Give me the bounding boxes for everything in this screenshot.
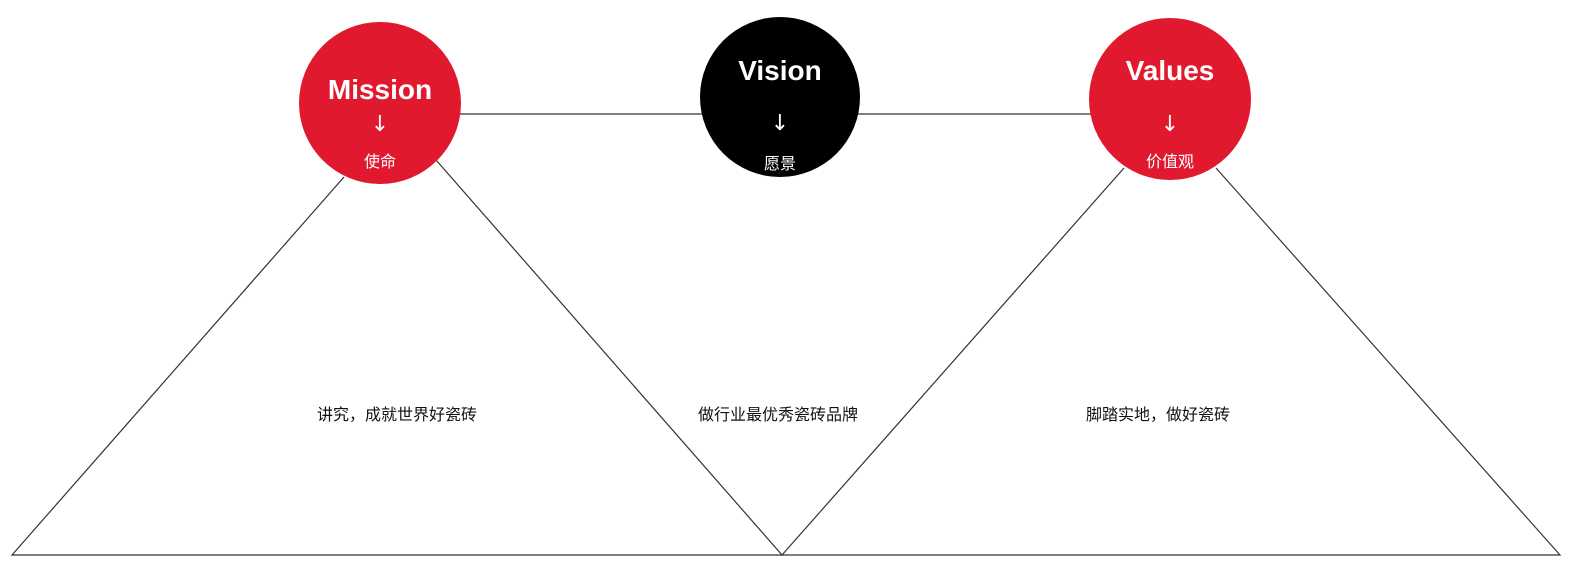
arrow-down-icon: ↓ [370,112,390,137]
mission-title: Mission [327,74,433,105]
mission-description: 讲究，成就世界好瓷砖 [316,405,478,424]
values-subtitle: 价值观 [1145,152,1194,171]
vision-circle: Vision ↓ 愿景 [700,17,860,177]
right-triangle [780,167,1562,556]
arrow-down-icon: ↓ [1160,112,1180,137]
vision-subtitle: 愿景 [763,154,796,173]
values-description: 脚踏实地，做好瓷砖 [1085,405,1231,424]
left-triangle [10,159,784,556]
values-title: Values [1125,55,1215,86]
vision-description: 做行业最优秀瓷砖品牌 [697,405,859,424]
mission-circle: Mission ↓ 使命 [299,22,461,184]
mission-subtitle: 使命 [363,152,396,171]
arrow-down-icon: ↓ [770,111,790,136]
vision-title: Vision [738,55,822,86]
values-circle: Values ↓ 价值观 [1089,18,1251,180]
